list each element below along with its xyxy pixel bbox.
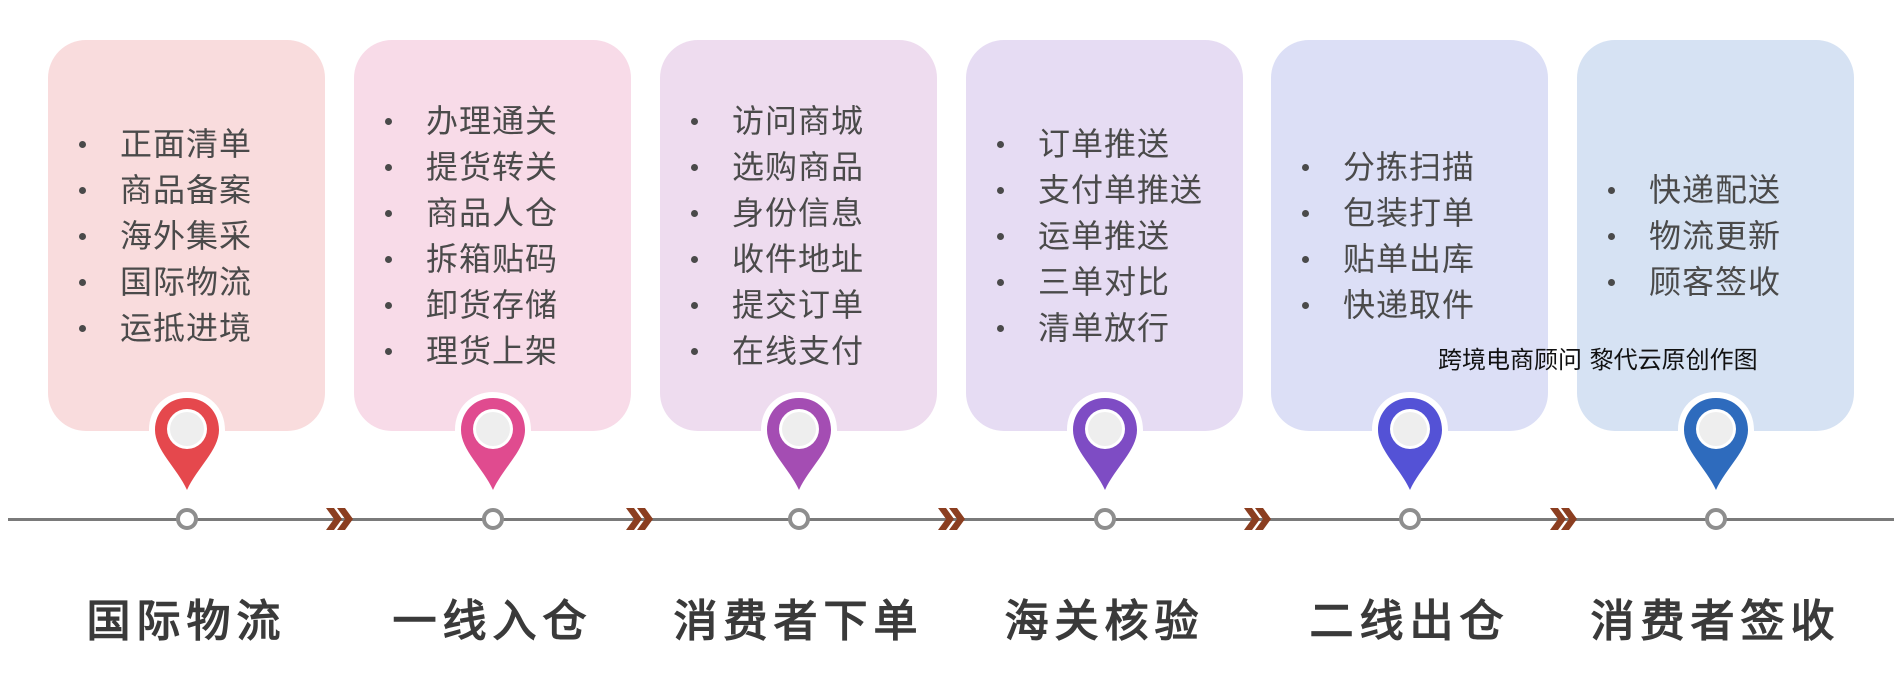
map-pin-icon [451,388,535,500]
timeline-node [1093,508,1116,530]
double-chevron-right-icon [935,502,969,536]
stage-card: 分拣扫描包装打单贴单出库快递取件 [1271,40,1548,431]
double-chevron-right-icon [1547,502,1581,536]
stage-item: 拆箱贴码 [384,236,558,282]
stage-item: 提交订单 [690,282,864,328]
stage-item: 在线支付 [690,328,864,374]
map-pin-icon [757,388,841,500]
stage-item: 支付单推送 [996,167,1203,213]
stage-item: 办理通关 [384,98,558,144]
stage-item-list: 快递配送物流更新顾客签收 [1577,167,1781,305]
stage-item-list: 分拣扫描包装打单贴单出库快递取件 [1271,144,1475,328]
map-pin-icon [1368,388,1452,500]
stage-item: 运单推送 [996,213,1203,259]
stage-item: 收件地址 [690,236,864,282]
stage-card: 快递配送物流更新顾客签收 [1577,40,1854,431]
stage-card: 正面清单商品备案海外集采国际物流运抵进境 [48,40,325,431]
stage-item: 卸货存储 [384,282,558,328]
timeline-node [1398,508,1421,530]
map-pin-icon [1674,388,1758,500]
stage-item: 快递配送 [1607,167,1781,213]
stage-item: 快递取件 [1301,282,1475,328]
double-chevron-right-icon [623,502,657,536]
stage-item: 顾客签收 [1607,259,1781,305]
stage-item: 国际物流 [78,259,252,305]
stage-item: 访问商城 [690,98,864,144]
watermark-text: 跨境电商顾问 黎代云原创作图 [1438,346,1758,374]
stage-item: 提货转关 [384,144,558,190]
timeline-node [175,508,198,530]
stage-title: 海关核验 [1004,596,1205,647]
stage-item: 选购商品 [690,144,864,190]
stage-item: 贴单出库 [1301,236,1475,282]
stage-item: 身份信息 [690,190,864,236]
stage-item: 海外集采 [78,213,252,259]
stage-title: 消费者下单 [673,596,924,647]
stage-item-list: 访问商城选购商品身份信息收件地址提交订单在线支付 [660,98,864,374]
stage-title: 一线入仓 [392,596,593,647]
timeline-node [1704,508,1727,530]
stage-title: 消费者签收 [1590,596,1841,647]
stage-card: 办理通关提货转关商品人仓拆箱贴码卸货存储理货上架 [354,40,631,431]
stage-card: 订单推送支付单推送运单推送三单对比清单放行 [966,40,1243,431]
stage-title: 国际物流 [86,596,287,647]
stage-item: 商品人仓 [384,190,558,236]
map-pin-icon [145,388,229,500]
stage-item: 三单对比 [996,259,1203,305]
stage-item: 物流更新 [1607,213,1781,259]
timeline-node [481,508,504,530]
stage-card: 访问商城选购商品身份信息收件地址提交订单在线支付 [660,40,937,431]
stage-item-list: 正面清单商品备案海外集采国际物流运抵进境 [48,121,252,351]
double-chevron-right-icon [1241,502,1275,536]
stage-item: 运抵进境 [78,305,252,351]
map-pin-icon [1063,388,1147,500]
stage-item: 商品备案 [78,167,252,213]
stage-item: 订单推送 [996,121,1203,167]
stage-item: 包装打单 [1301,190,1475,236]
stage-item: 分拣扫描 [1301,144,1475,190]
stage-item-list: 办理通关提货转关商品人仓拆箱贴码卸货存储理货上架 [354,98,558,374]
timeline-node [787,508,810,530]
stage-item: 理货上架 [384,328,558,374]
stage-title: 二线出仓 [1309,596,1510,647]
stage-item: 清单放行 [996,305,1203,351]
double-chevron-right-icon [323,502,357,536]
stage-item-list: 订单推送支付单推送运单推送三单对比清单放行 [966,121,1203,351]
stage-item: 正面清单 [78,121,252,167]
